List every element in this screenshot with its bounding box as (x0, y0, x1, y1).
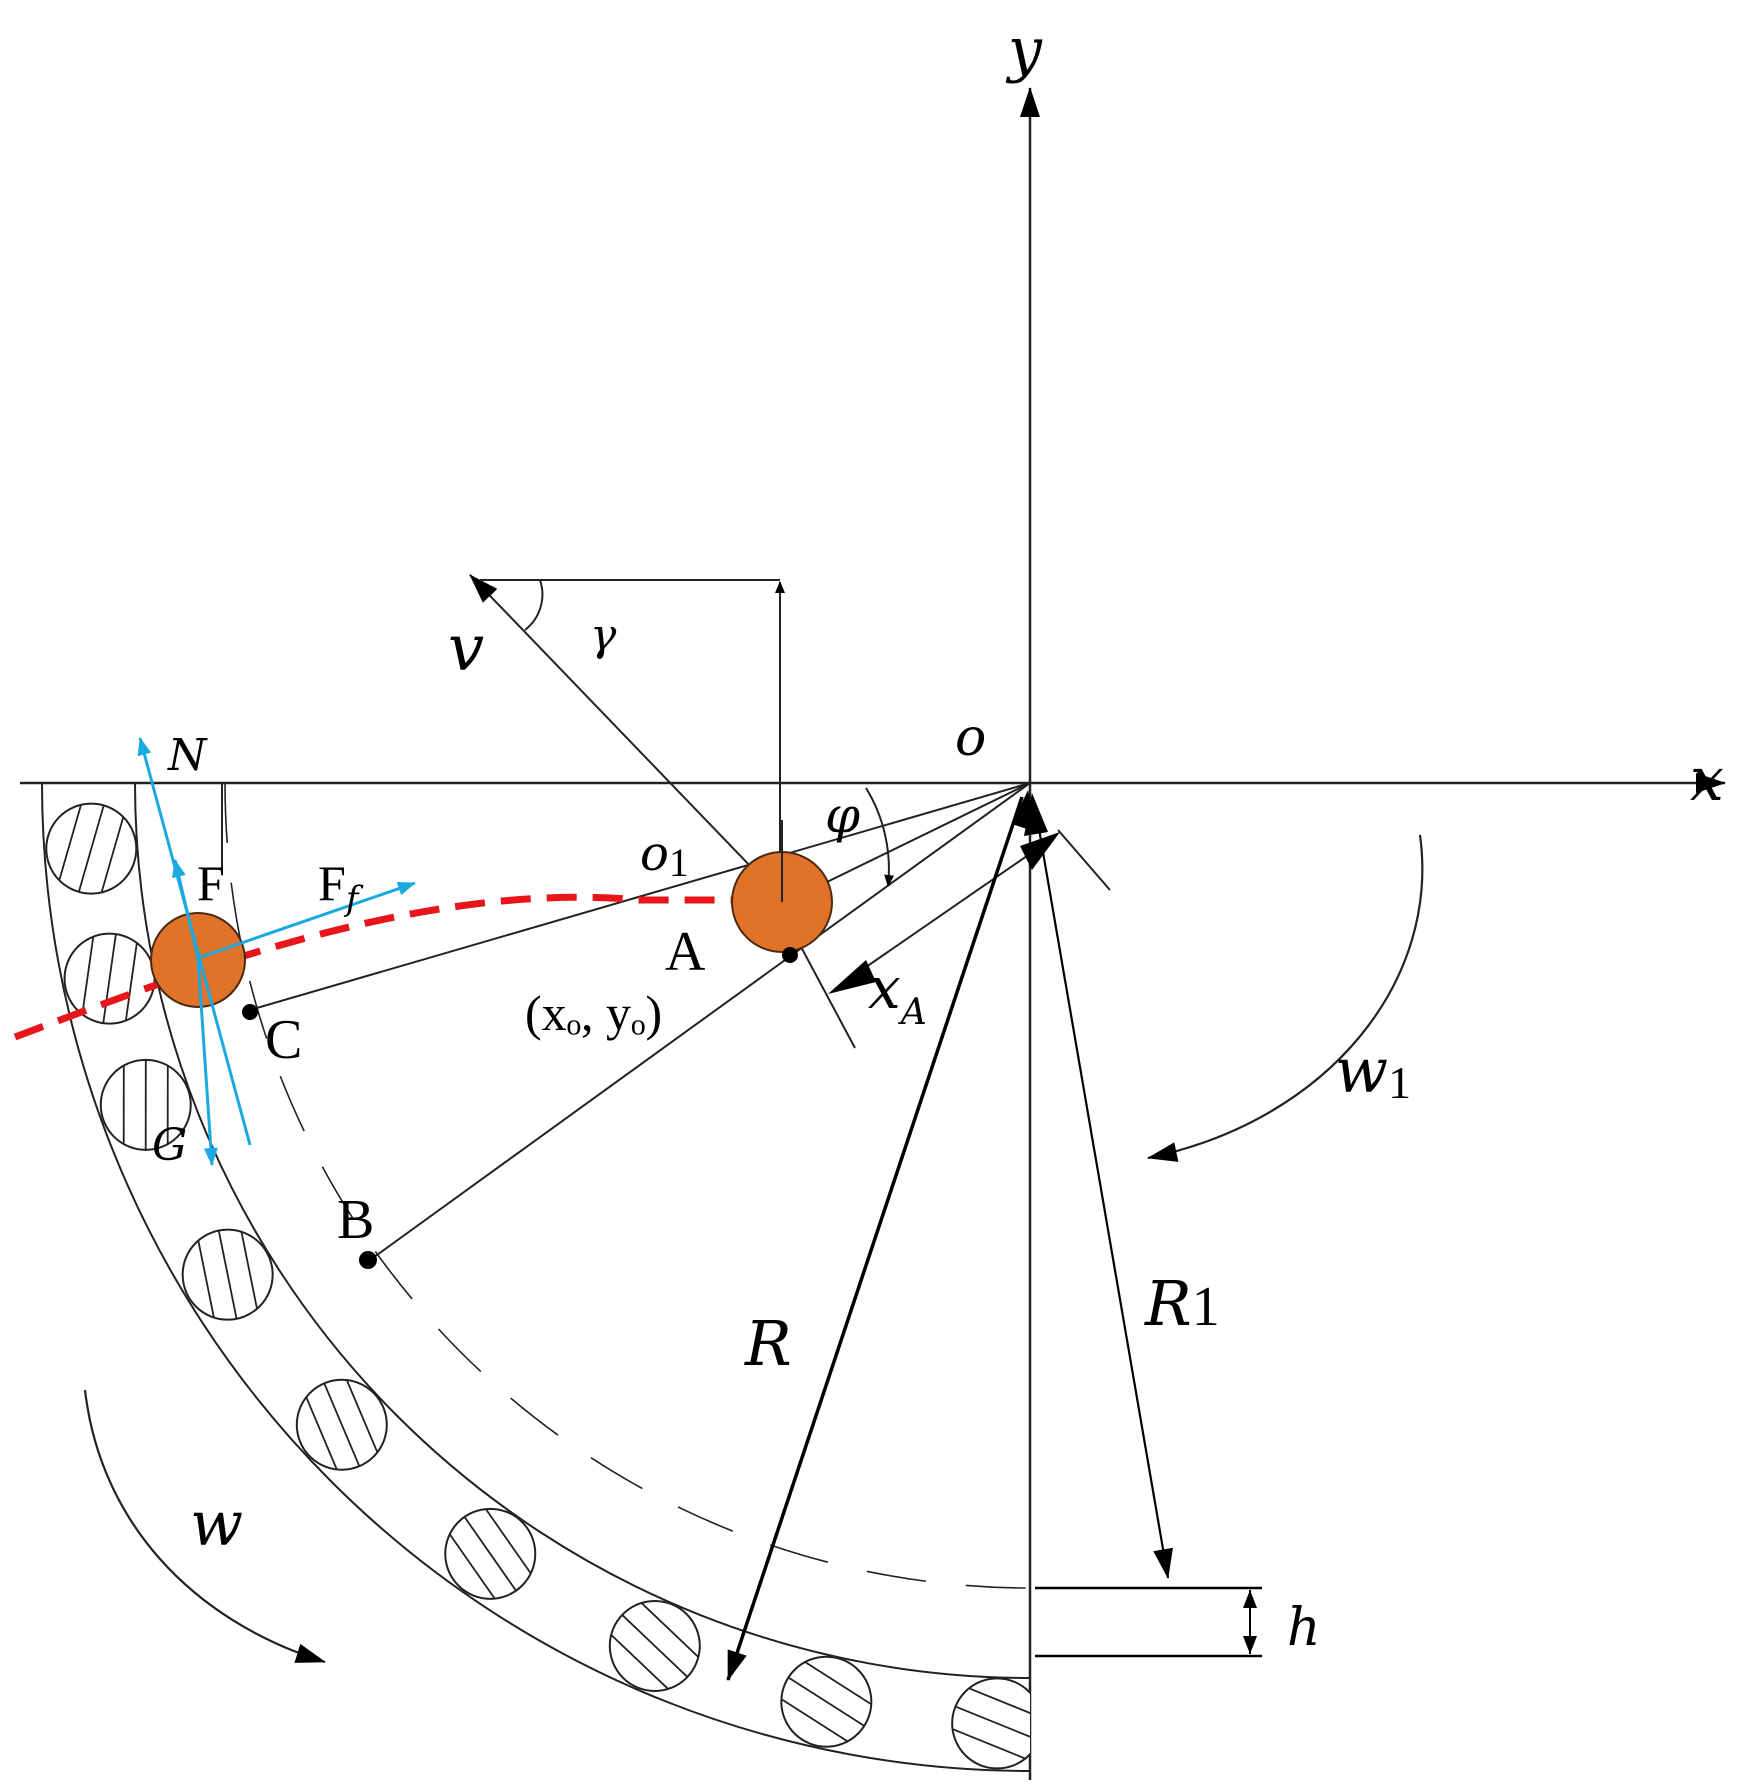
roller-hatch (621, 1614, 689, 1678)
label-r1: R1 (1144, 1267, 1220, 1340)
roller (181, 1228, 274, 1321)
label-r: R (744, 1307, 792, 1380)
phi-arc (865, 787, 895, 887)
line-o-b (369, 782, 1031, 1261)
roller (608, 1599, 701, 1692)
label-x-axis: x (1690, 745, 1724, 815)
point-b-dot (359, 1251, 377, 1269)
label-h: h (1287, 1598, 1321, 1658)
velocity-line (469, 574, 781, 898)
labels: y x o v γ φ o1 A (xₒ, yₒ) C B xA N F Ff … (152, 15, 1724, 1658)
label-y-axis: y (1005, 15, 1043, 85)
roller-hatch (640, 1602, 700, 1658)
force-ff-line (197, 881, 416, 960)
roller-hatch (305, 1396, 338, 1470)
roller-hatch (610, 1634, 669, 1690)
xa-arrow-head-right (1020, 832, 1060, 870)
roller-hatch (804, 1661, 872, 1706)
roller (295, 1378, 388, 1471)
label-o1: o1 (640, 826, 689, 885)
drum-outer-arc (41, 782, 1031, 1772)
roller-hatch (102, 933, 117, 1024)
label-xa: xA (868, 954, 927, 1033)
h-arrow-bottom (1243, 1636, 1257, 1654)
roller-hatch (952, 1728, 1026, 1760)
xa-dim-line (839, 839, 1051, 986)
roller-hatch (58, 804, 82, 881)
points (242, 947, 798, 1269)
roller-hatch (787, 1676, 865, 1727)
roller-hatch (463, 1516, 517, 1592)
roller-hatch (240, 1231, 258, 1309)
drum-inner-arc (134, 782, 1031, 1679)
label-f: F (197, 855, 225, 911)
label-c: C (265, 1009, 302, 1071)
roller-hatch (485, 1508, 532, 1574)
roller (99, 1058, 192, 1151)
force-g-line (196, 957, 218, 1166)
force-f-line (172, 859, 200, 959)
roller (444, 1507, 537, 1600)
line-o-o1 (789, 782, 1031, 901)
pitch-dashed-arc (224, 782, 1031, 1589)
roller-hatch (100, 816, 125, 893)
roller (45, 802, 138, 895)
xa-ext-2 (1057, 829, 1111, 891)
label-g: G (152, 1120, 187, 1171)
gamma-arc (524, 579, 544, 631)
xa-ext-1 (799, 944, 856, 1049)
rotation-arrows (83, 834, 1424, 1664)
drum-band (41, 782, 1031, 1772)
force-vectors (137, 737, 416, 1166)
w1-rotation-arrow (1147, 834, 1424, 1162)
label-gamma: γ (590, 610, 617, 661)
label-v: v (448, 612, 484, 686)
roller-hatch (197, 1240, 215, 1318)
label-ff: Ff (318, 855, 364, 919)
radius-dimensions (726, 790, 1262, 1681)
particle-trajectory (13, 893, 775, 1041)
label-origin: o (955, 708, 986, 768)
roller-hatch (780, 1698, 849, 1743)
roller (780, 1655, 873, 1748)
point-c-dot (242, 1004, 258, 1020)
roller-hatch (449, 1533, 496, 1600)
label-w: w (190, 1487, 243, 1560)
roller-hatch (345, 1379, 379, 1453)
roller-hatch (81, 936, 95, 1015)
label-n: N (167, 730, 208, 781)
w-rotation-arrow (83, 1389, 326, 1664)
geometry-lines (221, 574, 1111, 1261)
roller-hatch (124, 942, 138, 1021)
label-w1: w1 (1335, 1034, 1411, 1108)
h-arrow-top (1243, 1590, 1257, 1608)
r1-arrow (1032, 799, 1173, 1579)
roller-hatch (968, 1687, 1030, 1719)
roller-hatch (217, 1230, 238, 1319)
label-coord: (xₒ, yₒ) (525, 985, 662, 1041)
r-arrow (726, 796, 1024, 1681)
roller-hatch (323, 1382, 361, 1467)
label-phi: φ (825, 786, 860, 844)
label-a: A (665, 921, 706, 983)
point-a-dot (782, 947, 798, 963)
roller-hatch (955, 1705, 1030, 1742)
particles (150, 820, 833, 1008)
label-b: B (337, 1189, 374, 1251)
roller (951, 1677, 1030, 1770)
xa-arrow-head-left (828, 960, 876, 994)
roller-hatch (77, 805, 105, 893)
r1-arrow-start (1024, 793, 1048, 836)
axes (20, 87, 1726, 1780)
